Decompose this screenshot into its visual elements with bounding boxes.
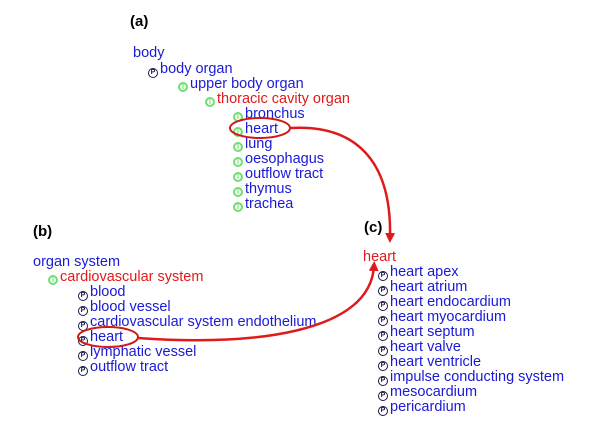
part-of-icon: P xyxy=(378,391,388,401)
is-a-icon: I xyxy=(233,187,243,197)
part-of-icon: P xyxy=(378,346,388,356)
part-of-icon: P xyxy=(78,336,88,346)
term-label: mesocardium xyxy=(390,384,478,400)
arrow-panel-b-heart-to-panel-c xyxy=(137,261,379,342)
term-label: heart valve xyxy=(390,339,461,355)
term-label: body organ xyxy=(160,61,233,77)
term-label: cardiovascular system endothelium xyxy=(90,314,317,330)
highlight-ellipse-panel-b-heart xyxy=(77,326,139,348)
term-label: outflow tract xyxy=(90,359,169,375)
term-label: heart ventricle xyxy=(390,354,482,370)
term-label: upper body organ xyxy=(190,76,304,92)
term-label: outflow tract xyxy=(245,166,324,182)
term-label: heart apex xyxy=(390,264,459,280)
part-of-icon: P xyxy=(78,306,88,316)
term-label: heart xyxy=(245,121,279,137)
part-of-icon: P xyxy=(378,271,388,281)
term-label: heart myocardium xyxy=(390,309,507,325)
part-of-icon: P xyxy=(78,366,88,376)
term-label: oesophagus xyxy=(245,151,325,167)
is-a-icon: I xyxy=(233,202,243,212)
is-a-icon: I xyxy=(205,97,215,107)
part-of-icon: P xyxy=(148,68,158,78)
term-label: heart septum xyxy=(390,324,475,340)
part-of-icon: P xyxy=(378,406,388,416)
part-of-icon: P xyxy=(378,286,388,296)
term-label: blood vessel xyxy=(90,299,171,315)
part-of-icon: P xyxy=(78,291,88,301)
panel-b-label: (b) xyxy=(33,223,53,240)
term-label: pericardium xyxy=(390,399,466,415)
panel-c-root-term: heart xyxy=(363,249,397,265)
term-label: lymphatic vessel xyxy=(90,344,197,360)
panel-c-label: (c) xyxy=(364,219,383,236)
part-of-icon: P xyxy=(378,361,388,371)
term-label: cardiovascular system xyxy=(60,269,204,285)
term-label: heart atrium xyxy=(390,279,468,295)
part-of-icon: P xyxy=(378,376,388,386)
highlight-ellipse-panel-a-heart xyxy=(229,117,291,139)
term-label: thoracic cavity organ xyxy=(217,91,350,107)
term-label: heart xyxy=(90,329,124,345)
part-of-icon: P xyxy=(78,351,88,361)
term-label: blood xyxy=(90,284,126,300)
term-label: lung xyxy=(245,136,273,152)
term-label: thymus xyxy=(245,181,292,197)
term-label: impulse conducting system xyxy=(390,369,565,385)
is-a-icon: I xyxy=(178,82,188,92)
is-a-icon: I xyxy=(233,142,243,152)
panel-a-label: (a) xyxy=(130,13,149,30)
term-label: trachea xyxy=(245,196,294,212)
is-a-icon: I xyxy=(233,172,243,182)
panel-b-root-term: organ system xyxy=(33,254,121,270)
part-of-icon: P xyxy=(378,301,388,311)
arrow-panel-a-heart-to-panel-c xyxy=(289,126,396,243)
part-of-icon: P xyxy=(378,316,388,326)
term-label: heart endocardium xyxy=(390,294,511,310)
is-a-icon: I xyxy=(233,157,243,167)
panel-a-root-term: body xyxy=(133,45,165,61)
is-a-icon: I xyxy=(48,275,58,285)
part-of-icon: P xyxy=(378,331,388,341)
